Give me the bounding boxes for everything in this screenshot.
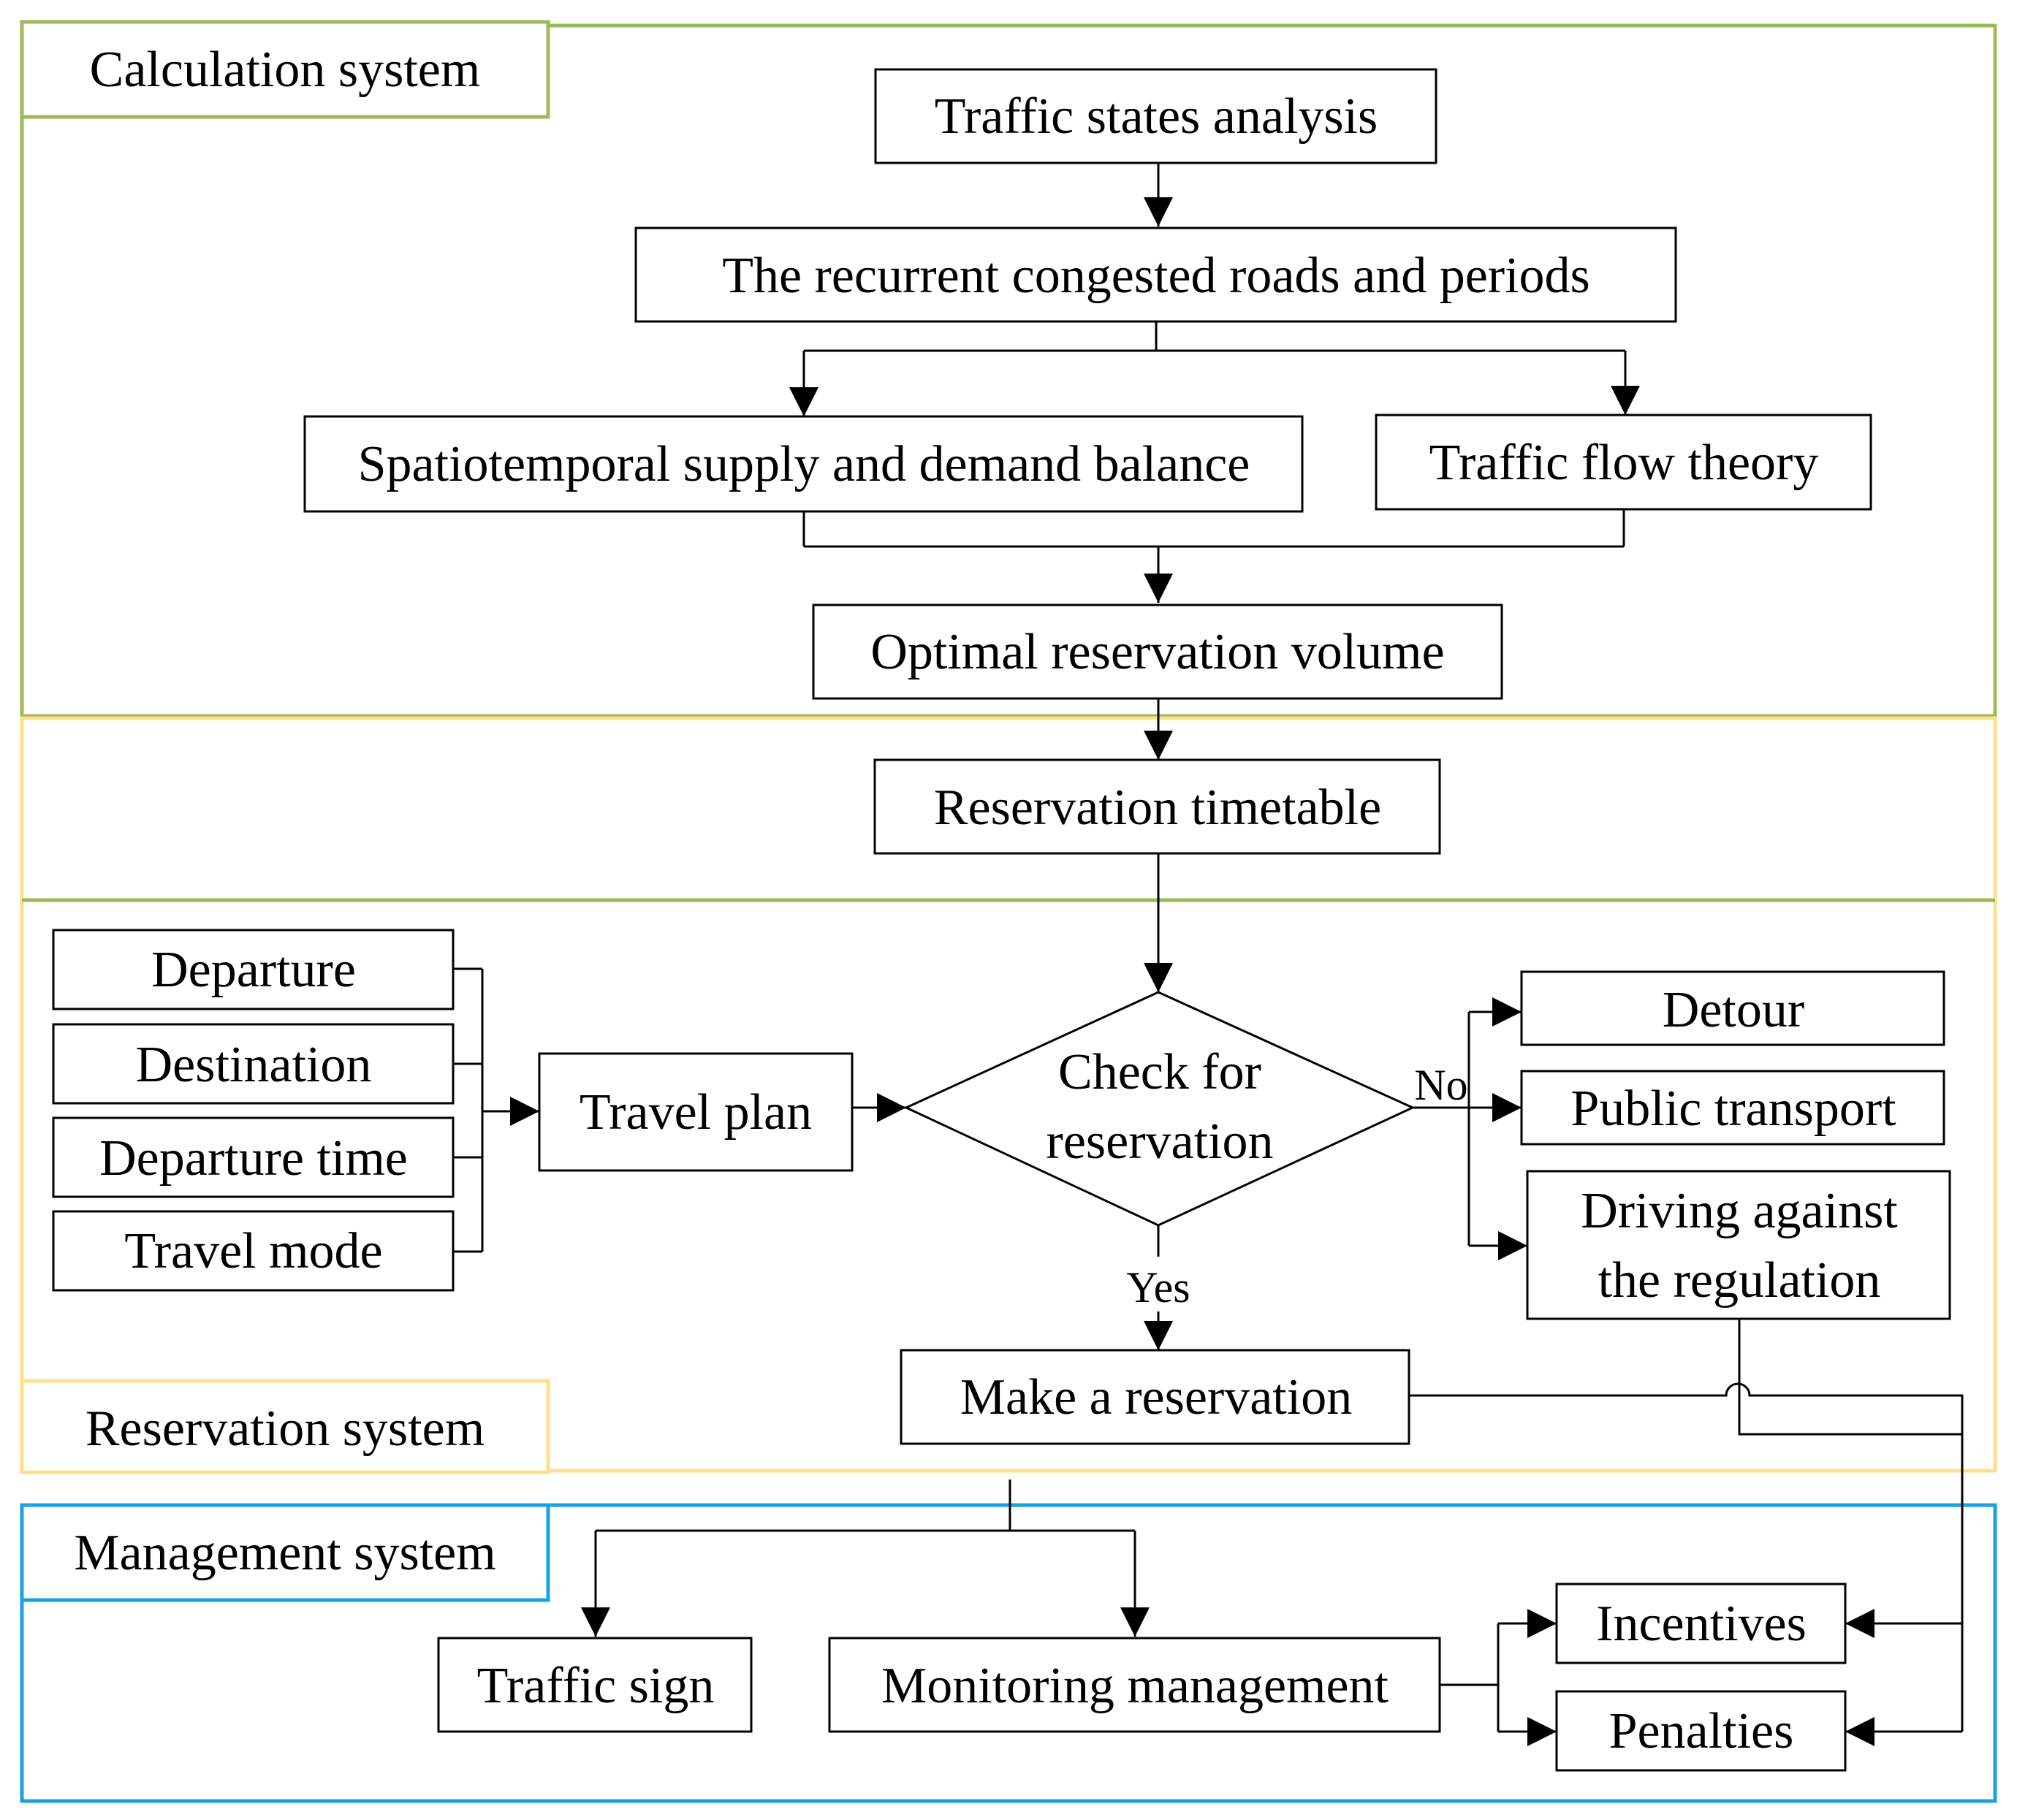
penalties-box — [1555, 1690, 1847, 1772]
reservation-timetable-box — [873, 758, 1441, 855]
travel-mode-text: Travel mode — [124, 1223, 382, 1279]
calculation-system-frame: Calculation system — [20, 20, 1997, 718]
incentives-text: Incentives — [1596, 1596, 1807, 1652]
monitoring-management-text: Monitoring management — [881, 1658, 1389, 1714]
traffic-sign-text: Traffic sign — [477, 1658, 715, 1714]
no-edge-label: No — [1414, 1061, 1467, 1109]
departure-text: Departure — [151, 942, 356, 998]
optimal-volume-text: Optimal reservation volume — [870, 624, 1444, 680]
departure-time-text: Departure time — [99, 1130, 408, 1187]
traffic-flow-theory-text: Traffic flow theory — [1429, 435, 1819, 491]
travel-plan-text: Travel plan — [580, 1084, 812, 1141]
check-reservation-text-line2: reservation — [1047, 1113, 1274, 1170]
driving-against-regulation-box — [1526, 1170, 1951, 1320]
management-system-frame: Management system — [20, 1503, 1997, 1803]
detour-text: Detour — [1663, 982, 1804, 1038]
calculation-system-label: Calculation system — [90, 42, 481, 98]
driving-against-text-line1: Driving against — [1581, 1183, 1898, 1239]
departure-time-box — [52, 1116, 455, 1198]
connectors — [453, 162, 1964, 1746]
reservation-system-label: Reservation system — [86, 1401, 485, 1457]
supply-demand-box — [303, 415, 1304, 513]
traffic-flow-theory-box — [1375, 414, 1872, 511]
yes-edge-label: Yes — [1126, 1263, 1190, 1311]
detour-box — [1520, 970, 1945, 1046]
management-system-label: Management system — [74, 1525, 495, 1581]
reservation-timetable-text: Reservation timetable — [934, 780, 1381, 836]
make-reservation-text: Make a reservation — [960, 1369, 1352, 1425]
driving-against-text-line2: the regulation — [1598, 1252, 1881, 1309]
travel-mode-box — [52, 1210, 455, 1292]
check-reservation-diamond — [903, 991, 1416, 1227]
public-transport-text: Public transport — [1570, 1081, 1896, 1137]
optimal-volume-box — [812, 604, 1503, 700]
departure-box — [52, 929, 455, 1010]
check-reservation-text-line1: Check for — [1058, 1044, 1261, 1100]
public-transport-box — [1520, 1070, 1945, 1146]
make-reservation-box — [900, 1349, 1410, 1445]
recurrent-congestion-box — [634, 226, 1677, 323]
travel-plan-box — [538, 1052, 854, 1172]
destination-box — [52, 1023, 455, 1105]
incentives-box — [1555, 1583, 1847, 1664]
reservation-system-frame: Reservation system — [20, 716, 1997, 1474]
traffic-states-box — [874, 68, 1437, 164]
recurrent-congestion-text: The recurrent congested roads and period… — [722, 248, 1590, 304]
monitoring-management-box — [828, 1637, 1441, 1733]
yes-label-bg — [1118, 1258, 1199, 1311]
traffic-sign-box — [437, 1637, 753, 1733]
penalties-text: Penalties — [1609, 1703, 1794, 1759]
destination-text: Destination — [136, 1037, 372, 1093]
supply-demand-text: Spatiotemporal supply and demand balance — [358, 436, 1250, 492]
traffic-states-text: Traffic states analysis — [935, 88, 1378, 145]
